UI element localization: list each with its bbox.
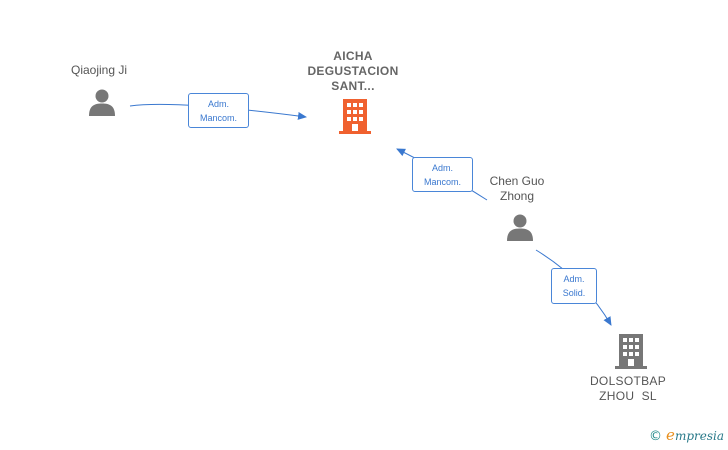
person-icon[interactable] bbox=[505, 212, 535, 242]
empresia-logo: ©empresia bbox=[649, 426, 724, 444]
edge-label-qiaojing-aicha[interactable]: Adm. Mancom. bbox=[188, 93, 249, 128]
building-icon[interactable] bbox=[615, 334, 647, 370]
brand-initial: e bbox=[666, 426, 675, 444]
edge-label-chen-dolsotbap[interactable]: Adm. Solid. bbox=[551, 268, 597, 304]
brand-name-rest: mpresia bbox=[674, 429, 724, 443]
company-name-aicha[interactable]: AICHA DEGUSTACION SANT... bbox=[307, 49, 399, 93]
person-name-qiaojing-ji[interactable]: Qiaojing Ji bbox=[70, 63, 128, 77]
company-name-dolsotbap[interactable]: DOLSOTBAP ZHOU SL bbox=[589, 374, 667, 403]
copyright-symbol: © bbox=[649, 429, 663, 444]
person-icon[interactable] bbox=[87, 87, 117, 117]
building-icon[interactable] bbox=[339, 99, 371, 135]
person-name-chen-guo-zhong[interactable]: Chen Guo Zhong bbox=[489, 174, 545, 203]
edge-label-chen-aicha[interactable]: Adm. Mancom. bbox=[412, 157, 473, 192]
